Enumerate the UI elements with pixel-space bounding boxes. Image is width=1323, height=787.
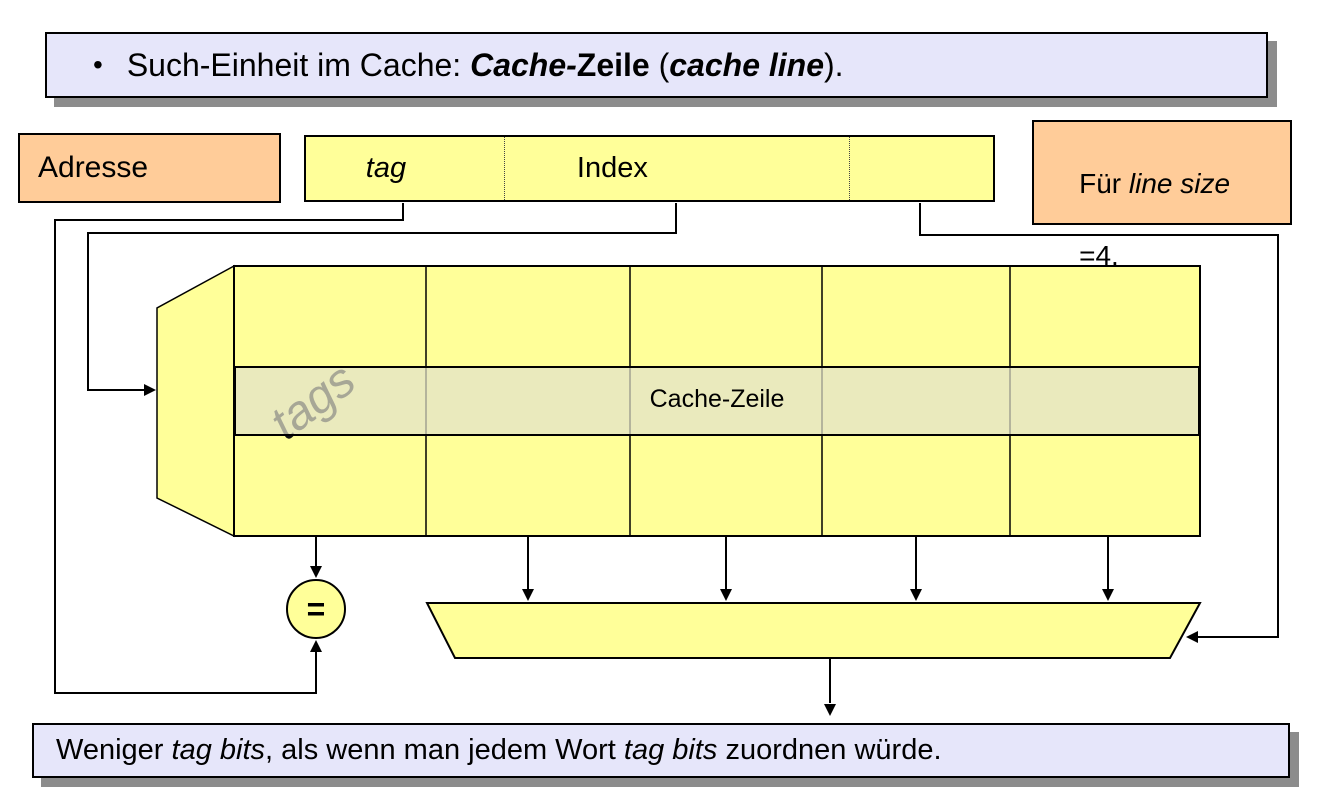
title-seg-4: ( bbox=[649, 46, 670, 83]
connector-index-to-decoder bbox=[87, 203, 677, 391]
address-field-tag-section: tag bbox=[306, 137, 504, 200]
connector-offset-to-mux bbox=[919, 203, 1279, 638]
cache-line-row bbox=[234, 366, 1200, 436]
arrowhead-comparator-top bbox=[310, 566, 322, 578]
cache-line-label: Cache-Zeile bbox=[649, 385, 785, 413]
footer-seg-4: tag bits bbox=[623, 734, 718, 766]
arrowhead-mux-in-2 bbox=[910, 589, 922, 601]
comparator-equals-label: = bbox=[306, 591, 326, 627]
title-seg-2: Cache- bbox=[470, 46, 577, 83]
note-seg-1: Für bbox=[1079, 168, 1129, 199]
footer-box: Weniger tag bits, als wenn man jedem Wor… bbox=[32, 723, 1290, 778]
footer-seg-2: tag bits bbox=[171, 734, 266, 766]
title-seg-1: Such-Einheit im Cache: bbox=[126, 46, 471, 83]
note-seg-2: line size bbox=[1128, 168, 1231, 199]
arrowheads bbox=[144, 384, 1198, 716]
title-seg-3: Zeile bbox=[576, 46, 650, 83]
footer-seg-3: , als wenn man jedem Wort bbox=[265, 734, 624, 766]
comparator-circle bbox=[286, 579, 346, 639]
adresse-box: Adresse bbox=[18, 133, 281, 203]
adresse-label: Adresse bbox=[38, 151, 149, 184]
arrowhead-mux-select bbox=[1186, 631, 1198, 643]
arrowhead-mux-in-0 bbox=[522, 589, 534, 601]
mux-trapezoid bbox=[425, 602, 1202, 659]
address-field-index-section: Index bbox=[503, 137, 849, 200]
bullet-icon: • bbox=[93, 49, 103, 80]
footer-seg-1: Weniger bbox=[56, 734, 172, 766]
title-seg-5: cache line bbox=[669, 46, 824, 83]
connector-tag-to-comparator bbox=[54, 203, 404, 694]
address-field: tag Index bbox=[304, 135, 995, 202]
arrowhead-comparator-bottom bbox=[310, 640, 322, 652]
tag-label: tag bbox=[365, 152, 407, 184]
arrowhead-mux-in-1 bbox=[720, 589, 732, 601]
arrowhead-mux-in-3 bbox=[1102, 589, 1114, 601]
row-decoder-pentagon bbox=[156, 264, 235, 538]
footer-seg-5: zuordnen würde. bbox=[717, 734, 942, 766]
index-label: Index bbox=[576, 152, 648, 184]
title-box: • Such-Einheit im Cache: Cache-Zeile (ca… bbox=[45, 32, 1268, 98]
title-seg-6: ). bbox=[824, 46, 844, 83]
address-field-offset-section bbox=[849, 137, 993, 200]
arrowhead-mux-output bbox=[824, 704, 836, 716]
arrowhead-into-decoder bbox=[144, 384, 156, 396]
